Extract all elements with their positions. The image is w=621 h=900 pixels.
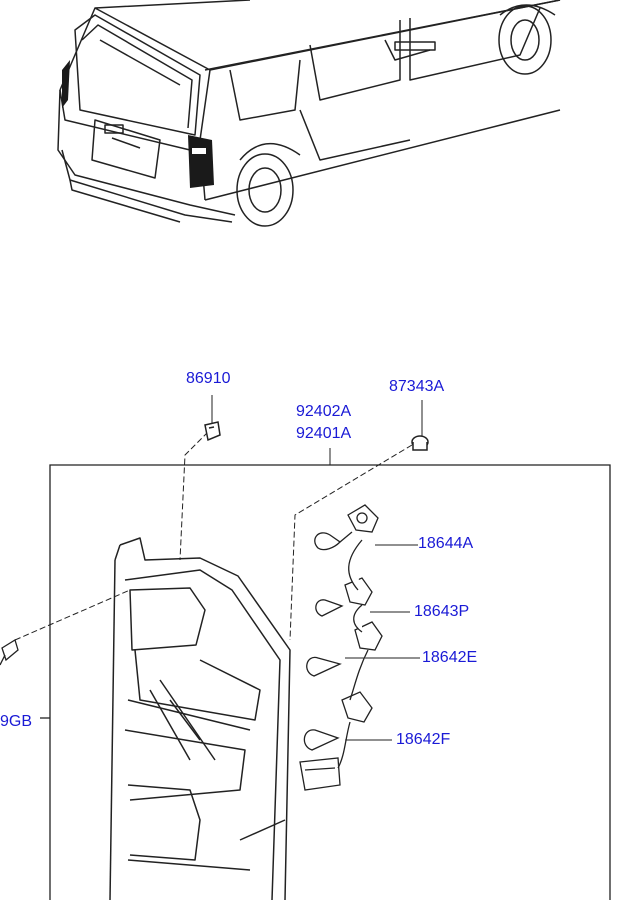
part-label-92401A[interactable]: 92401A: [296, 425, 352, 442]
tail-lamp-assembly: [109, 537, 291, 900]
part-label-18644A[interactable]: 18644A: [418, 535, 474, 552]
part-label-18642F[interactable]: 18642F: [396, 731, 451, 748]
assembly-frame: [40, 464, 611, 900]
leader-lines: [211, 395, 423, 741]
bolt-87343A: [411, 435, 429, 451]
screw-left: [0, 639, 19, 666]
van-tail-lamps: [62, 60, 214, 188]
part-label-92402A[interactable]: 92402A: [296, 403, 352, 420]
dashed-lines: [14, 431, 413, 641]
part-label-87343A[interactable]: 87343A: [389, 378, 445, 395]
van-illustration: [57, 0, 561, 227]
part-label-18643P[interactable]: 18643P: [414, 603, 470, 620]
part-label-86910[interactable]: 86910: [186, 370, 231, 387]
part-label-9GB[interactable]: 9GB: [0, 713, 33, 730]
bulb-socket-group: [299, 504, 383, 791]
clip-86910: [204, 421, 221, 442]
part-label-18642E[interactable]: 18642E: [422, 649, 478, 666]
